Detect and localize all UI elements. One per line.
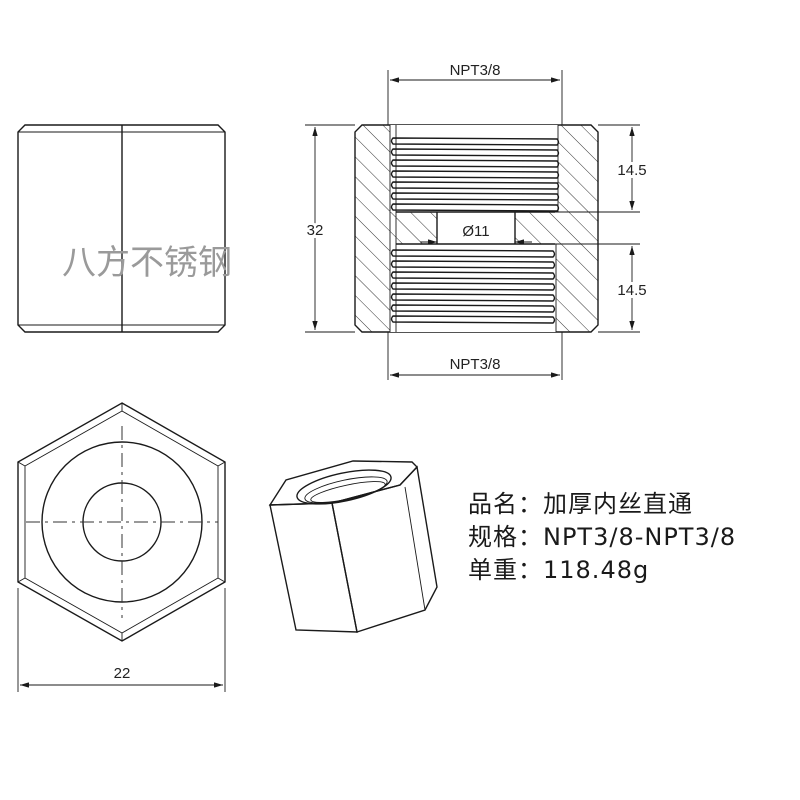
spec-size-row: 规格：NPT3/8-NPT3/8 <box>468 517 736 552</box>
spec-name-label: 品名： <box>468 490 543 518</box>
bottom-depth-dim: 14.5 <box>617 282 646 299</box>
thread-crest <box>390 315 556 324</box>
top-thread-dim: NPT3/8 <box>450 62 501 79</box>
spec-size-value: NPT3/8-NPT3/8 <box>543 523 737 551</box>
spec-name-row: 品名：加厚内丝直通 <box>468 484 693 519</box>
isometric-view <box>268 460 438 633</box>
thread-crest <box>390 271 556 280</box>
thread-crest <box>390 293 556 302</box>
spec-weight-row: 单重：118.48g <box>468 550 649 585</box>
spec-weight-value: 118.48g <box>543 556 650 584</box>
section-view: NPT3/8 NPT3/8 32 14.5 14.5 Ø11 <box>304 62 650 380</box>
thread-crest <box>390 249 556 258</box>
watermark: 八方不锈钢 <box>62 243 232 283</box>
hex-view: 22 <box>17 402 226 692</box>
length-dim: 32 <box>307 222 324 239</box>
bore-dim: Ø11 <box>462 223 489 240</box>
side-view: 八方不锈钢 <box>17 124 232 333</box>
spec-weight-label: 单重： <box>468 556 543 584</box>
thread-crest <box>390 282 556 291</box>
spec-size-label: 规格： <box>468 523 543 551</box>
thread-lines <box>389 125 560 332</box>
thread-crest <box>390 260 556 269</box>
across-flats-dim: 22 <box>114 665 131 682</box>
thread-crest <box>390 304 556 313</box>
bottom-thread-dim: NPT3/8 <box>450 356 501 373</box>
spec-name-value: 加厚内丝直通 <box>543 490 693 518</box>
top-depth-dim: 14.5 <box>617 162 646 179</box>
